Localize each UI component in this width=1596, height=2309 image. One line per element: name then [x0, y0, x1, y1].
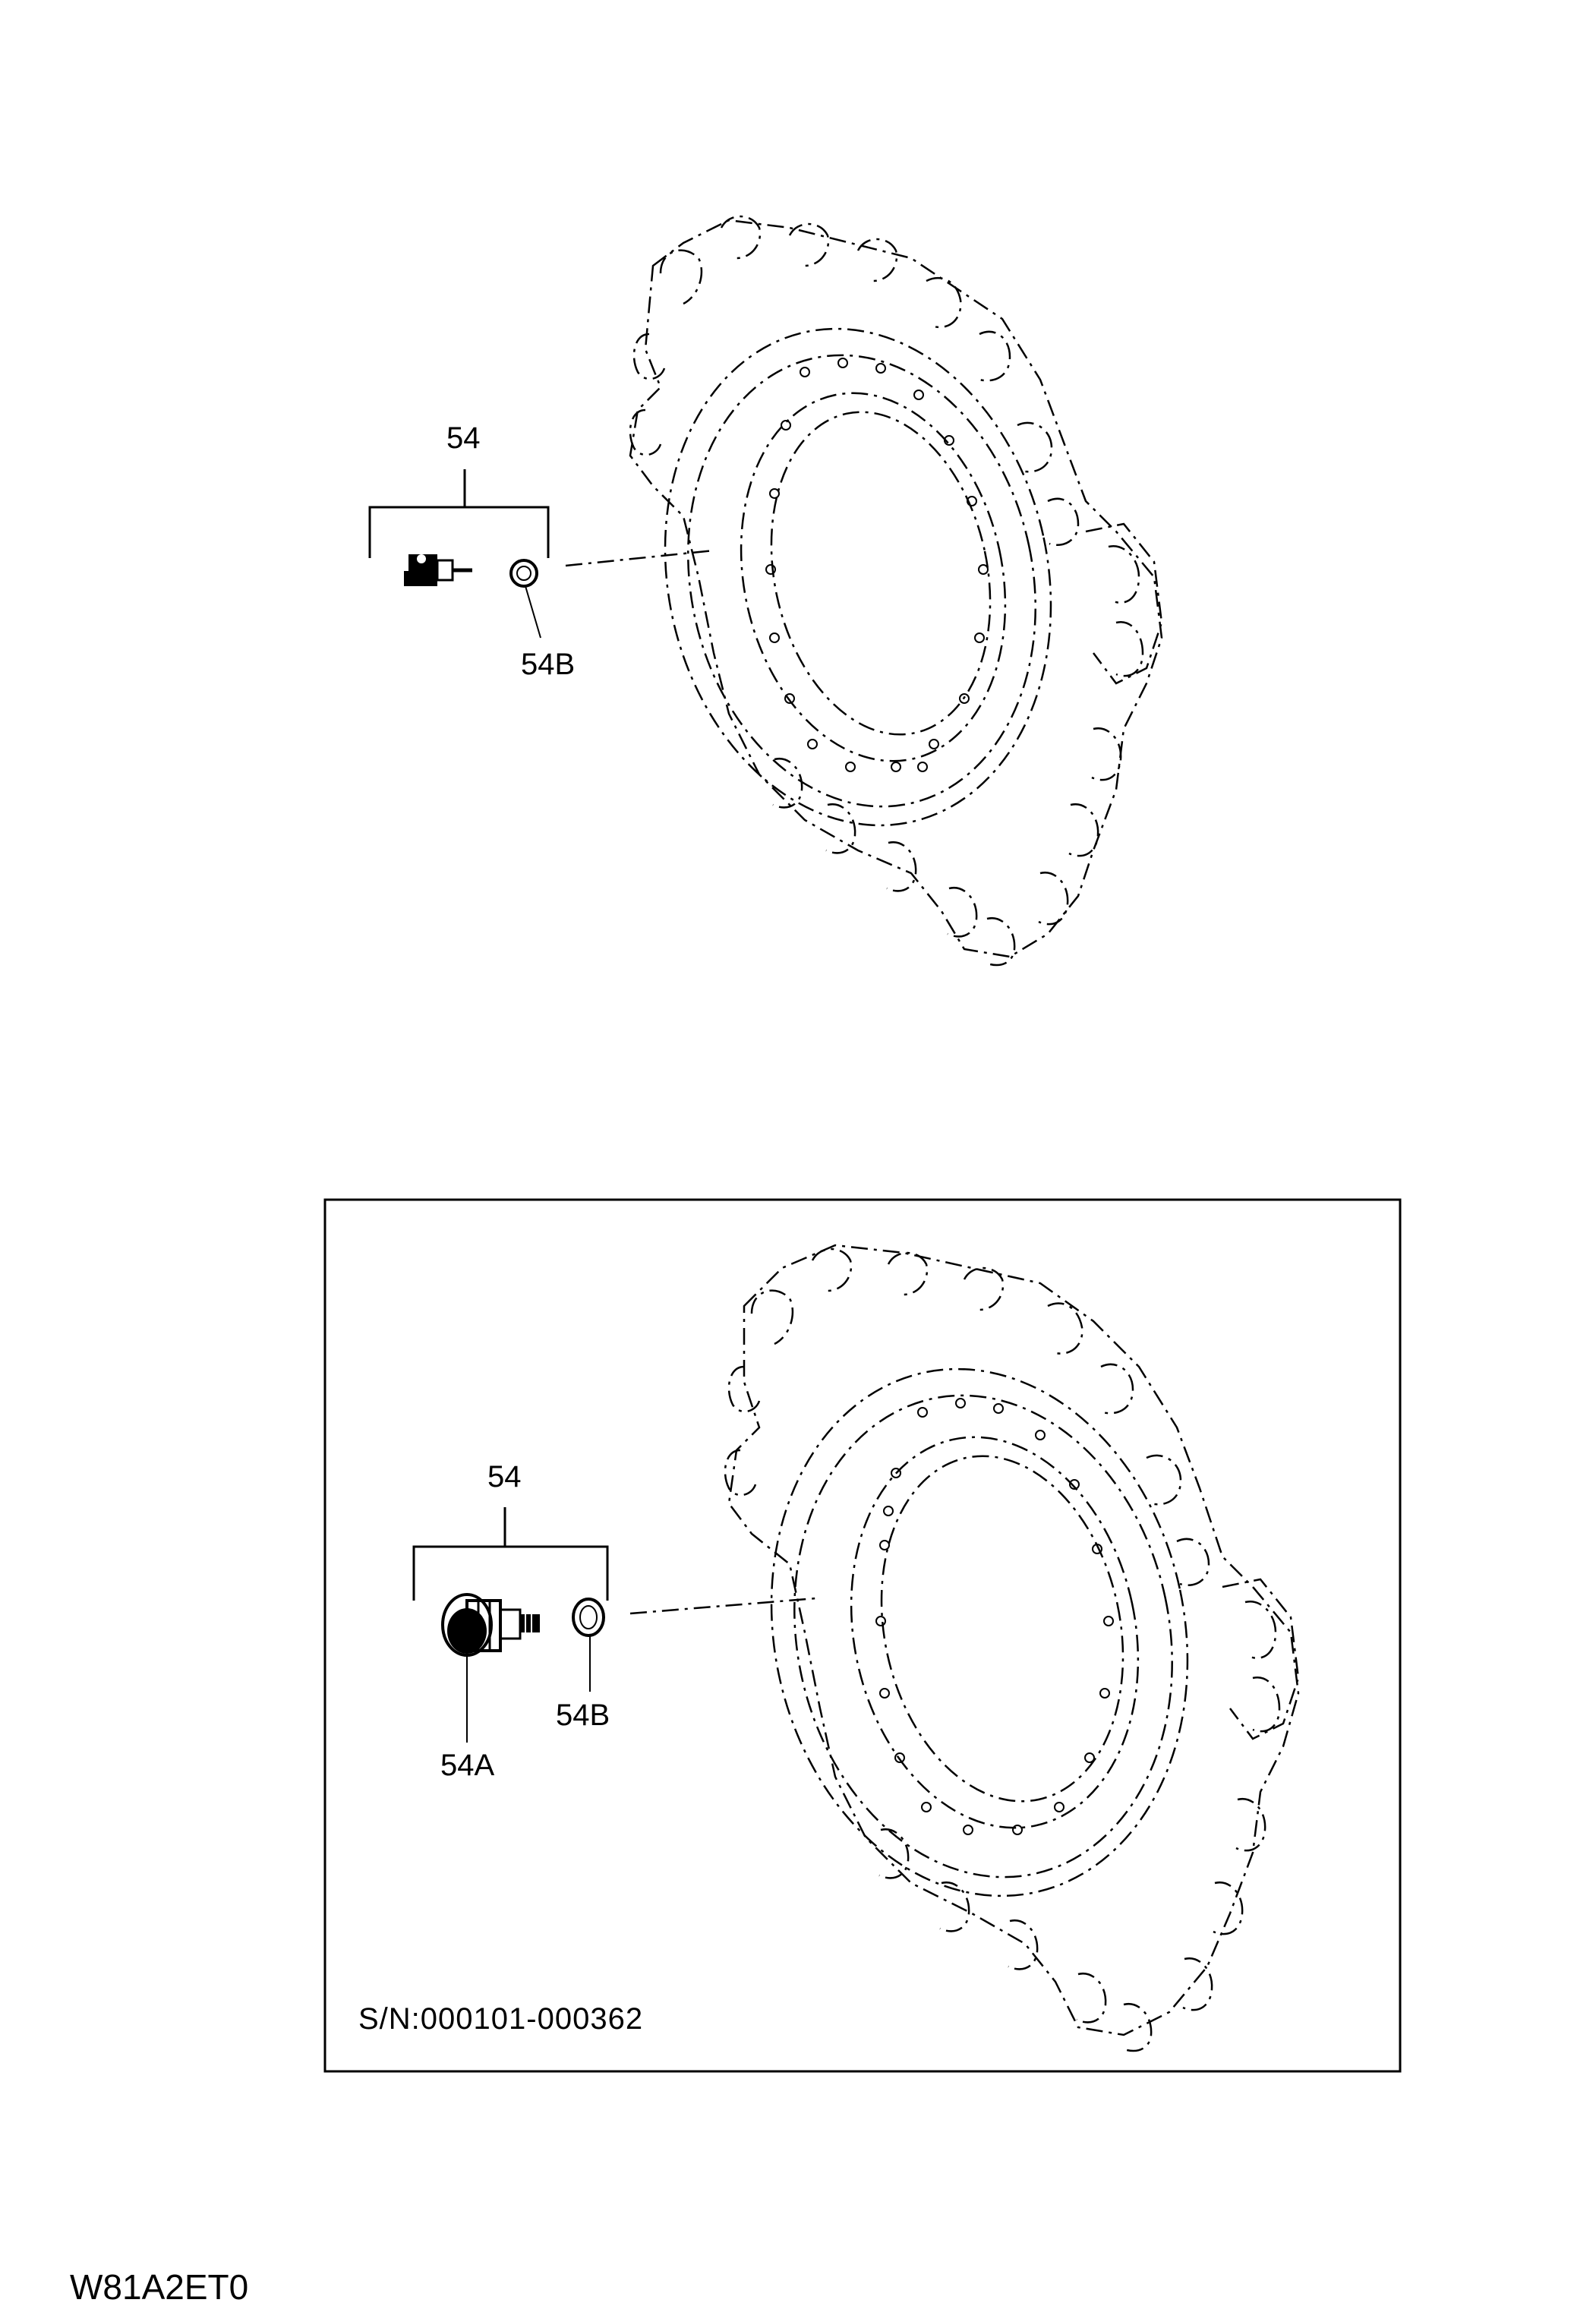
bottom-bracket-54: [412, 1507, 609, 1601]
top-diagram: 54 54B: [368, 215, 1163, 967]
drawing-code: W81A2ET0: [70, 2267, 248, 2307]
bottom-callout-54b: 54B: [556, 1699, 610, 1732]
bottom-hub-housing: [724, 1244, 1300, 2052]
bottom-washer-part: [572, 1598, 605, 1637]
top-leader-line: [565, 549, 714, 567]
bottom-sensor-part: [441, 1593, 540, 1657]
top-54b-leader: [525, 585, 541, 639]
bottom-bolt-holes: [875, 1398, 1114, 1835]
bottom-leader-line: [629, 1597, 817, 1615]
bottom-diagram: 54 54A 54B S/N:000101-000362: [323, 1198, 1402, 2073]
bottom-callout-54a: 54A: [440, 1749, 494, 1782]
top-washer-part: [509, 559, 538, 588]
top-sensor-part: [404, 554, 472, 586]
top-hub-housing: [629, 215, 1163, 967]
serial-range-note: S/N:000101-000362: [358, 2002, 643, 2036]
bottom-callout-54: 54: [487, 1460, 522, 1494]
top-bracket-54: [368, 469, 550, 558]
top-bolt-holes: [765, 358, 989, 772]
bottom-frame: [323, 1198, 1402, 2073]
top-callout-54b: 54B: [521, 648, 575, 681]
top-callout-54: 54: [446, 421, 481, 455]
